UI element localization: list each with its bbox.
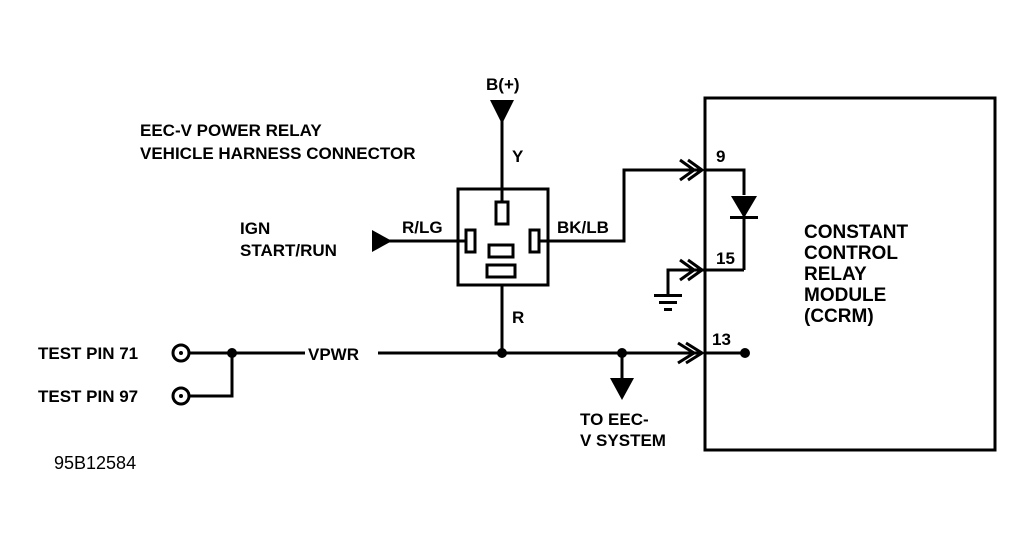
test-pin-97-wire [188,353,234,398]
wire-r-lg-label: R/LG [402,218,443,237]
ground-icon-low [664,308,672,311]
figure-id: 95B12584 [54,453,136,473]
wire-bk-lb-label: BK/LB [557,218,609,237]
battery-arrow-icon [490,100,514,124]
ccrm-label-line5: (CCRM) [804,306,874,327]
wire-bk-lb [539,168,700,243]
ign-label-line1: IGN [240,219,270,238]
relay-terminal-left [464,228,477,254]
wire-y-label: Y [512,147,524,166]
pin-9-arrow [687,158,705,182]
pin-13-label: 13 [712,330,731,349]
ign-label-line2: START/RUN [240,241,337,260]
diode-icon [731,196,757,218]
diode-bar [730,216,758,219]
relay-title-line1: EEC-V POWER RELAY [140,121,322,140]
junction-eec [617,348,627,358]
test-pin-71-label: TEST PIN 71 [38,344,138,363]
ground-icon [654,294,682,297]
ccrm-internal-9 [705,168,746,195]
test-pin-71-icon [171,343,191,363]
pin-9-label: 9 [716,147,725,166]
ccrm-label-line2: CONTROL [804,243,898,264]
ccrm-label-line3: RELAY [804,264,867,285]
relay-terminal-bottom [485,263,517,279]
pin-9-arrow-tail [679,158,697,182]
ground-wire [666,268,700,295]
test-pin-71-center [179,351,183,355]
junction-r-wire [497,348,507,358]
ccrm-label-line1: CONSTANT [804,222,909,243]
relay-terminal-right [528,228,541,254]
ground-icon-mid [659,301,677,304]
relay-terminal-center [487,243,515,259]
wire-r-label: R [512,308,524,327]
relay-title-line2: VEHICLE HARNESS CONNECTOR [140,144,416,163]
test-pin-97-icon [171,386,191,406]
pin-13-arrow-tail [677,341,697,365]
supply-label: B(+) [486,75,520,94]
relay-terminal-top [494,200,510,226]
vpwr-label: VPWR [308,345,359,364]
pin-15-arrow [687,258,705,282]
to-eec-arrow-icon [610,378,634,400]
test-pin-97-label: TEST PIN 97 [38,387,138,406]
pin-15-label: 15 [716,249,735,268]
pin-13-arrow [685,341,705,365]
to-eec-label-line2: V SYSTEM [580,431,666,450]
pin-15-arrow-tail [679,258,697,282]
pin-13-dot [740,348,750,358]
test-pin-97-center [179,394,183,398]
ign-arrow-icon [372,230,392,252]
to-eec-label-line1: TO EEC- [580,410,649,429]
junction-test-pin [227,348,237,358]
ccrm-module-box [703,96,997,452]
ccrm-label-line4: MODULE [804,285,886,306]
